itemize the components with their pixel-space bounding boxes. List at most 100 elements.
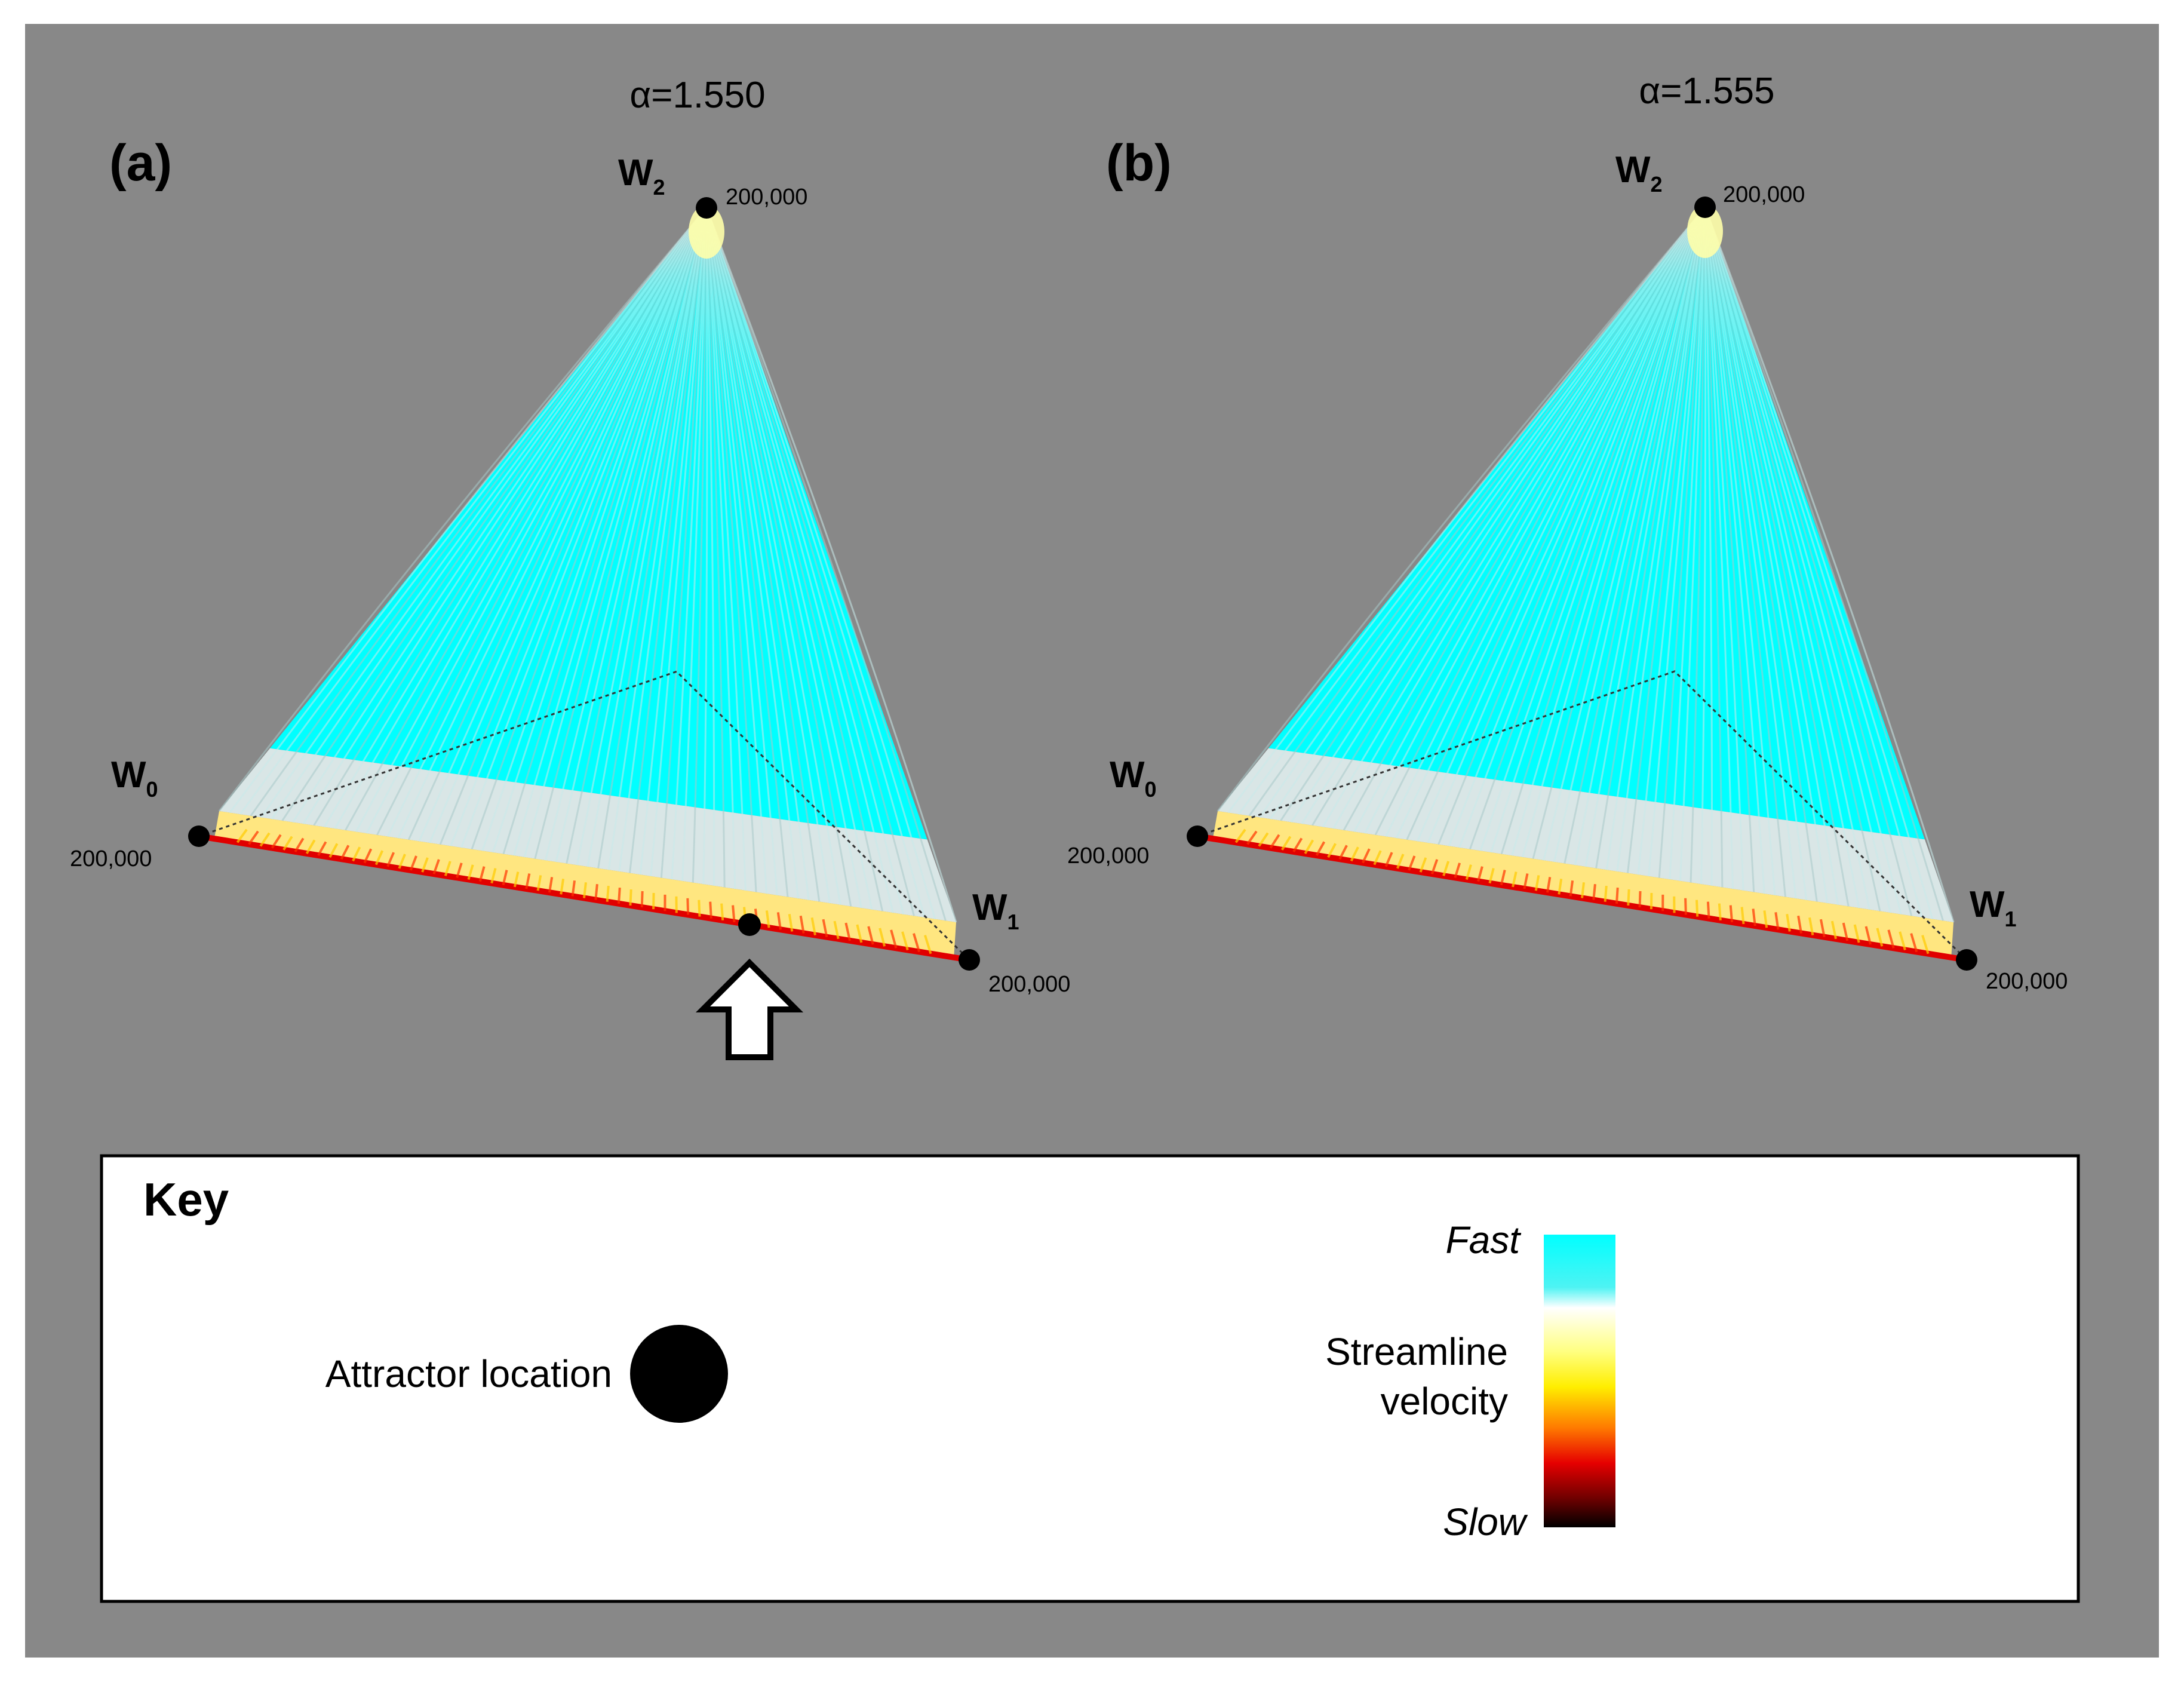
attractor-legend-label: Attractor location [325, 1352, 612, 1395]
slow-streamline [1269, 834, 1280, 849]
slow-streamline [1396, 854, 1405, 869]
streamline [323, 207, 708, 828]
streamline [1704, 207, 1776, 895]
streamline [1259, 207, 1706, 818]
velocity-label-line1: Streamline [1325, 1330, 1508, 1373]
streamline [650, 207, 708, 877]
slow-streamline [594, 883, 598, 900]
fast-flow-region [270, 208, 927, 840]
slow-streamline [1477, 866, 1483, 882]
streamline [1704, 207, 1891, 913]
streamline [1469, 207, 1706, 850]
streamline [692, 207, 708, 883]
slow-streamline [236, 828, 248, 843]
vertex-label-w1: W1 [972, 887, 1019, 934]
alpha-label: α=1.555 [1639, 70, 1774, 112]
streamline [1704, 207, 1713, 886]
streamline [1248, 207, 1706, 817]
streamline [1704, 207, 1839, 905]
streamline [1704, 207, 1797, 899]
separatrix-line [1197, 670, 1968, 961]
streamline [586, 207, 708, 867]
slow-streamline [1740, 907, 1745, 925]
streamline [302, 207, 708, 824]
streamline [1704, 207, 1944, 921]
slow-streamline [1853, 924, 1860, 943]
slow-streamline [788, 914, 794, 932]
transition-band [1218, 748, 1954, 922]
streamline [705, 207, 947, 921]
slow-streamline [271, 834, 282, 849]
streamline [705, 207, 915, 916]
attractor-w1 [959, 949, 980, 971]
attractor-legend-marker [630, 1325, 728, 1423]
slow-streamline [1569, 880, 1574, 897]
slow-streamline [901, 931, 909, 950]
streamline [1637, 207, 1706, 875]
streamline [1301, 207, 1706, 824]
slow-streamline [1774, 912, 1780, 930]
streamline [555, 207, 708, 863]
streamline [1704, 207, 1850, 907]
streamline [1364, 207, 1706, 834]
key-title: Key [143, 1173, 229, 1226]
streamline [502, 207, 708, 855]
streamline [1704, 207, 1734, 889]
slow-streamline [776, 912, 782, 930]
slow-streamline [1887, 929, 1895, 949]
streamline [386, 207, 708, 837]
streamline [407, 207, 708, 840]
streamline [1490, 207, 1706, 853]
streamline [313, 207, 708, 826]
slow-streamline [1292, 837, 1303, 852]
streamline [460, 207, 708, 848]
streamline [1704, 207, 1955, 923]
fast-label: Fast [1446, 1219, 1522, 1262]
slow-streamline [1910, 933, 1918, 953]
slow-streamline [1627, 889, 1630, 906]
streamline [260, 207, 708, 818]
streamline [705, 207, 841, 906]
streamline [239, 207, 708, 815]
slow-streamline [686, 898, 690, 915]
streamline [365, 207, 708, 834]
slow-streamline [1615, 887, 1619, 904]
streamline [334, 207, 708, 829]
streamline [1700, 207, 1707, 885]
streamline-field-b [1197, 204, 1968, 963]
streamline [705, 207, 726, 888]
streamline [492, 207, 708, 853]
streamline [705, 207, 926, 918]
slow-streamline [1523, 873, 1529, 889]
streamline [660, 207, 708, 878]
streamline [1417, 207, 1706, 842]
streamline [705, 207, 768, 894]
slow-streamline [618, 887, 621, 904]
streamline [1704, 207, 1870, 910]
slow-streamline [340, 845, 350, 860]
streamline [705, 207, 821, 902]
streamline [355, 207, 708, 833]
slow-streamline [1419, 857, 1427, 873]
streamline [705, 207, 715, 886]
slow-streamline [1304, 839, 1314, 854]
streamline [418, 207, 708, 842]
slow-streamline [913, 933, 921, 953]
slow-streamline [732, 905, 736, 923]
slow-streamline [1338, 845, 1348, 860]
alpha-label: α=1.550 [629, 75, 765, 116]
velocity-colorbar [1544, 1235, 1615, 1527]
slow-streamline [867, 926, 874, 945]
streamline [705, 207, 936, 920]
slow-streamline [560, 879, 565, 895]
slow-streamline [1842, 922, 1849, 941]
streamline [1704, 207, 1881, 911]
streamline [705, 207, 852, 907]
slow-streamline [1534, 875, 1540, 891]
slow-streamline [502, 870, 508, 886]
streamline [1658, 207, 1706, 878]
streamline [671, 207, 708, 880]
streamline [1511, 207, 1706, 856]
streamline [1595, 207, 1706, 868]
